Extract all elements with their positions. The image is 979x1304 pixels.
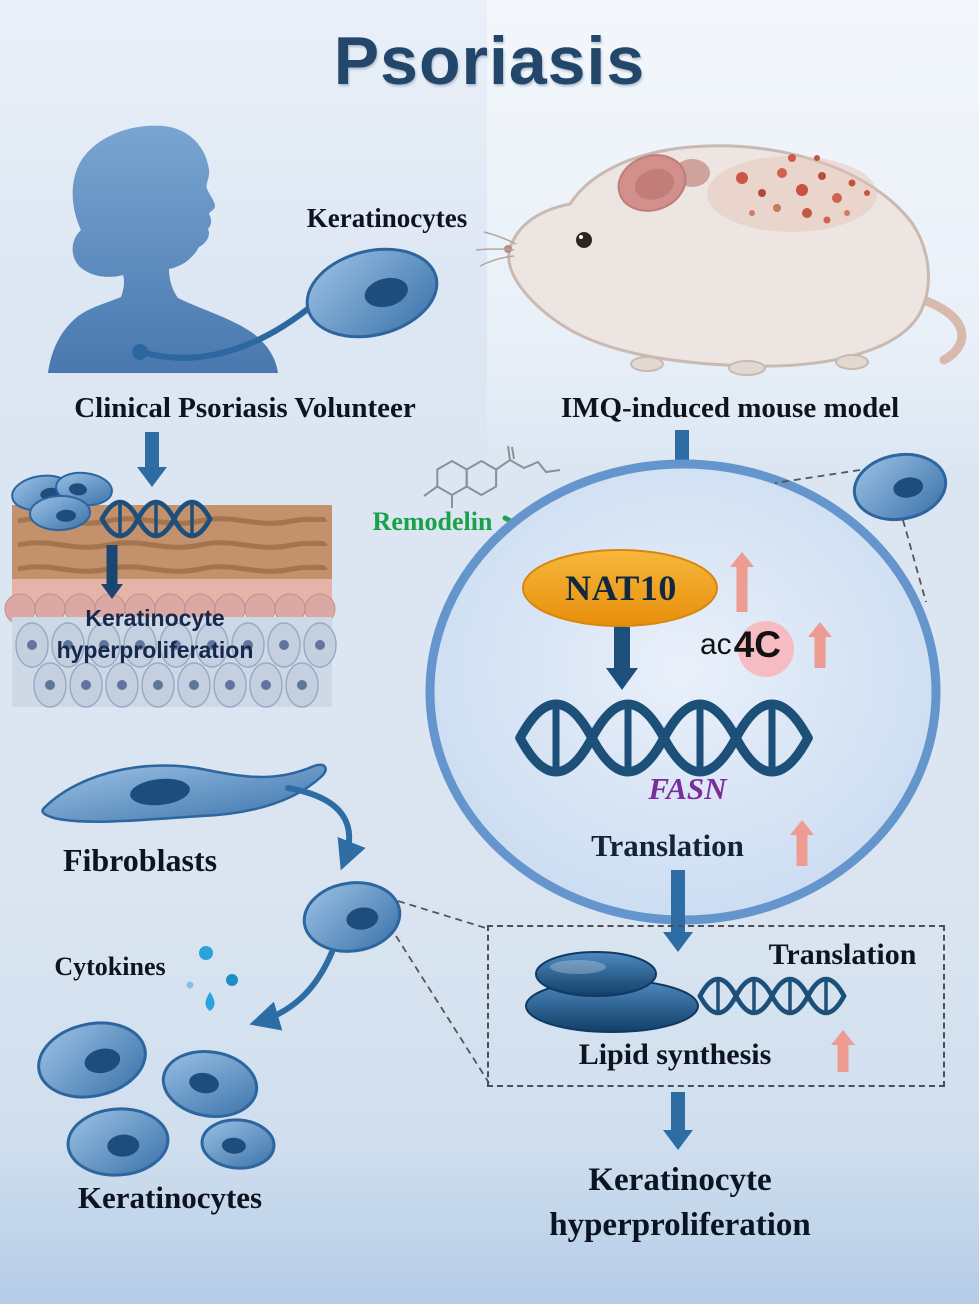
fibroblasts-label: Fibroblasts bbox=[62, 842, 218, 878]
flow-arrow-down-skin bbox=[101, 545, 123, 599]
increase-arrow-lipid bbox=[831, 1030, 855, 1072]
fasn-label: FASN bbox=[648, 771, 727, 806]
increase-arrow-ac4c bbox=[808, 622, 832, 668]
remodelin-label: Remodelin bbox=[372, 507, 493, 536]
magnified-outcome-box bbox=[487, 925, 945, 1087]
mouse-whiskers bbox=[475, 231, 517, 267]
woman-silhouette bbox=[48, 125, 278, 374]
mouse-eye-highlight bbox=[579, 235, 583, 239]
dna-helix-small-icon bbox=[697, 976, 847, 1016]
ac4c-label: ac 4C bbox=[700, 624, 850, 666]
mouse-tail bbox=[912, 293, 967, 365]
flow-arrow-nat10-dna bbox=[606, 627, 638, 690]
skin-caption-line2: hyperproliferation bbox=[56, 637, 254, 664]
final-outcome-label: Keratinocyte hyperproliferation bbox=[455, 1158, 905, 1247]
zoom-connector-lines-top bbox=[774, 469, 927, 603]
increase-arrow-nat10 bbox=[730, 552, 754, 612]
mouse-ear-icon bbox=[617, 154, 687, 212]
dna-helix-large-icon bbox=[515, 699, 813, 777]
final-outcome-line2: hyperproliferation bbox=[549, 1206, 811, 1243]
columnar-cells bbox=[15, 622, 337, 708]
nat10-ellipse bbox=[522, 549, 718, 627]
ac4c-highlight: 4C bbox=[733, 624, 781, 665]
flow-arrow-down-volunteer bbox=[137, 432, 167, 487]
mouse-model-label: IMQ-induced mouse model bbox=[560, 392, 900, 424]
keratinocyte-cell-icon bbox=[305, 247, 439, 339]
keratinocytes-cluster-label: Keratinocytes bbox=[77, 1180, 263, 1215]
dna-helix-skin-icon bbox=[99, 499, 213, 539]
final-outcome-line1: Keratinocyte bbox=[588, 1162, 772, 1198]
lipid-droplets-icon bbox=[525, 951, 699, 1033]
flow-arrow-box-outcome bbox=[663, 1092, 693, 1150]
fibroblast-cell-icon bbox=[41, 763, 327, 823]
ac4c-circle bbox=[738, 621, 794, 677]
skin-caption: Keratinocyte hyperproliferation bbox=[10, 602, 300, 666]
psoriasis-lesion-spots bbox=[736, 154, 870, 224]
mouse-illustration bbox=[475, 144, 967, 376]
mouse-eye bbox=[576, 232, 592, 248]
remodelin-structure-icon bbox=[423, 445, 561, 508]
basal-scallop-row bbox=[4, 593, 336, 625]
volunteer-label: Clinical Psoriasis Volunteer bbox=[74, 392, 416, 424]
zoom-connector-lines-box bbox=[395, 900, 490, 1084]
mouse-paws bbox=[630, 354, 869, 376]
ac4c-prefix: ac bbox=[700, 628, 732, 661]
surface-keratinocyte-cells bbox=[11, 471, 113, 532]
diagram-title: Psoriasis bbox=[333, 23, 646, 99]
mouse-body bbox=[507, 144, 930, 368]
cytokine-droplet-icons bbox=[186, 946, 238, 1011]
keratinocytes-top-label: Keratinocytes bbox=[306, 203, 468, 233]
lesion-patch bbox=[707, 156, 877, 232]
nat10-label: NAT10 bbox=[565, 568, 677, 608]
arrow-fibroblast-to-cell bbox=[285, 785, 366, 871]
signaling-cell-mid bbox=[302, 881, 402, 953]
arrow-cell-to-keratinocytes bbox=[249, 949, 335, 1031]
skin-tissue-illustration bbox=[4, 471, 337, 708]
box-translation-label: Translation bbox=[768, 938, 917, 971]
cell-origin-swoosh bbox=[132, 301, 317, 361]
signaling-cell-topright bbox=[852, 452, 948, 522]
keratinocyte-cluster bbox=[37, 1021, 276, 1177]
increase-arrow-translation bbox=[790, 820, 814, 866]
lipid-synthesis-label: Lipid synthesis bbox=[578, 1038, 772, 1071]
skin-caption-line1: Keratinocyte bbox=[85, 605, 225, 631]
cytokines-label: Cytokines bbox=[54, 952, 166, 981]
flow-arrow-circle-box bbox=[663, 870, 693, 952]
translation-label: Translation bbox=[591, 828, 744, 863]
